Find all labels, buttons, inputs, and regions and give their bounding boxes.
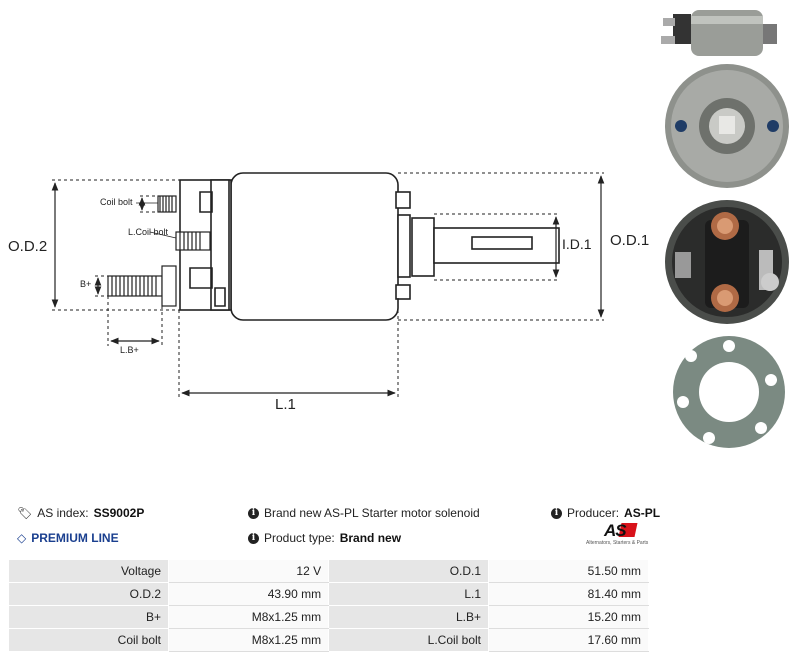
info-icon: i <box>248 532 259 544</box>
od1-label: O.D.1 <box>610 232 650 249</box>
spec-label: Coil bolt <box>7 628 170 652</box>
spec-value: 43.90 mm <box>168 582 330 606</box>
spec-label: B+ <box>7 605 170 629</box>
gasket-photo <box>673 336 785 448</box>
spec-value: M8x1.25 mm <box>168 605 330 629</box>
od2-label: O.D.2 <box>8 238 48 255</box>
premium-line: ◇ PREMIUM LINE <box>17 531 119 545</box>
as-index-value: SS9002P <box>93 506 145 520</box>
as-index: 🏷︎ AS index: SS9002P <box>17 506 144 520</box>
product-info: 🏷︎ AS index: SS9002P ◇ PREMIUM LINE i Br… <box>0 500 800 560</box>
description-text: Brand new AS-PL Starter motor solenoid <box>264 506 480 520</box>
solenoid-terminal-photo <box>665 200 789 324</box>
info-icon: i <box>248 507 259 519</box>
premium-line-label: PREMIUM LINE <box>31 531 119 545</box>
product-type-label: Product type: <box>264 531 335 545</box>
id1-label: I.D.1 <box>562 236 592 252</box>
l1-label: L.1 <box>275 396 296 413</box>
spec-label: O.D.2 <box>7 582 170 606</box>
solenoid-side-photo <box>661 10 777 56</box>
producer-label: Producer: <box>567 506 620 520</box>
logo-tagline: Alternators, Starters & Parts <box>586 540 649 546</box>
producer-value: AS-PL <box>624 506 661 520</box>
spec-label: L.B+ <box>328 605 490 629</box>
product-photos <box>661 10 789 448</box>
spec-value: 51.50 mm <box>488 559 649 583</box>
spec-value: 17.60 mm <box>488 628 649 652</box>
technical-drawing <box>51 172 605 398</box>
spec-value: 12 V <box>168 559 330 583</box>
producer: i Producer: AS-PL <box>551 506 660 520</box>
spec-label: L.Coil bolt <box>328 628 490 652</box>
spec-value: 15.20 mm <box>488 605 649 629</box>
as-index-label: AS index: <box>37 506 89 520</box>
spec-label: L.1 <box>328 582 490 606</box>
solenoid-rear-photo <box>665 64 789 188</box>
coil-bolt-label: Coil bolt <box>100 197 133 207</box>
diamond-icon: ◇ <box>17 531 27 545</box>
product-type: i Product type: Brand new <box>248 531 401 545</box>
lcoil-bolt-label: L.Coil bolt <box>128 227 169 237</box>
tag-icon: 🏷︎ <box>17 506 33 520</box>
spec-table: Voltage 12 V O.D.1 51.50 mm O.D.2 43.90 … <box>7 559 649 652</box>
description: i Brand new AS-PL Starter motor solenoid <box>248 506 480 520</box>
spec-label: Voltage <box>7 559 170 583</box>
spec-value: 81.40 mm <box>488 582 649 606</box>
logo-text: AS <box>604 521 627 540</box>
spec-label: O.D.1 <box>328 559 490 583</box>
lbplus-label: L.B+ <box>120 345 139 355</box>
table-row: O.D.2 43.90 mm L.1 81.40 mm <box>7 582 649 606</box>
info-icon: i <box>551 507 562 519</box>
spec-value: M8x1.25 mm <box>168 628 330 652</box>
table-row: Coil bolt M8x1.25 mm L.Coil bolt 17.60 m… <box>7 628 649 652</box>
as-pl-logo: AS Alternators, Starters & Parts <box>586 521 650 551</box>
table-row: Voltage 12 V O.D.1 51.50 mm <box>7 559 649 583</box>
product-type-value: Brand new <box>339 531 402 545</box>
table-row: B+ M8x1.25 mm L.B+ 15.20 mm <box>7 605 649 629</box>
bplus-label: B+ <box>80 279 92 289</box>
